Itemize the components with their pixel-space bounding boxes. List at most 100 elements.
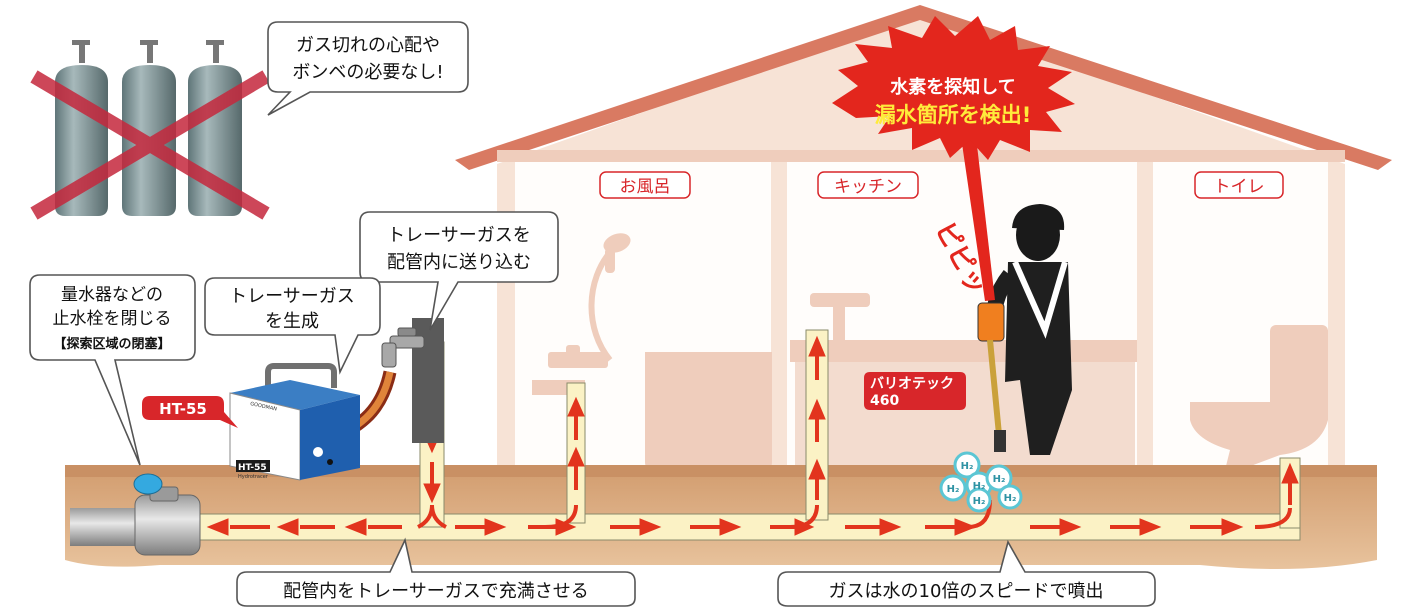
room-label-bath: お風呂 xyxy=(620,177,671,197)
device-side xyxy=(300,395,360,480)
bubble-fill-pipe: 配管内をトレーサーガスで充満させる xyxy=(236,537,636,607)
elbow-arrows xyxy=(417,499,1292,529)
water-meter-assembly xyxy=(70,473,201,556)
ground-strip xyxy=(65,465,1377,477)
bubble-inject-shape xyxy=(359,211,559,331)
tap-handle xyxy=(397,327,417,337)
detection-beam xyxy=(960,128,995,301)
burst-line2: 漏水箇所を検出! xyxy=(875,103,1032,127)
bubble-generate-shape xyxy=(204,277,381,375)
split-arrow-right xyxy=(430,504,447,529)
bubble-no-cylinder-shape xyxy=(267,21,469,116)
arrow-left-1 xyxy=(206,518,270,536)
h2-label-4: H₂ xyxy=(993,474,1006,485)
toilet-bowl xyxy=(1190,402,1328,470)
tap-spout xyxy=(381,342,397,368)
h2-label-1: H₂ xyxy=(961,461,974,472)
arrow-up-kitchen-3 xyxy=(808,458,826,500)
worker-vest-stripe xyxy=(1012,260,1068,339)
arrow-right-6 xyxy=(845,518,902,536)
bubble-fill-pipe-text: 配管内をトレーサーガスで充満させる xyxy=(283,581,589,602)
bath-faucet xyxy=(548,352,608,368)
detector-box xyxy=(977,302,1005,342)
h2-label-6: H₂ xyxy=(1004,493,1017,504)
h2-bubble-5 xyxy=(966,487,992,513)
device-handle xyxy=(265,363,337,388)
device-port xyxy=(327,459,333,465)
worker-helmet xyxy=(1012,204,1065,230)
arrow-right-4 xyxy=(690,518,742,536)
kitchen-counter xyxy=(790,340,1137,362)
device-panel-label xyxy=(236,460,270,472)
bathroom-fixtures xyxy=(532,233,772,470)
arrow-right-9 xyxy=(1110,518,1162,536)
stop-valve-icon xyxy=(133,473,163,495)
bubble-speed-text: ガスは水の10倍のスピードで噴出 xyxy=(829,581,1104,602)
bubble-inject: トレーサーガスを 配管内に送り込む xyxy=(359,211,559,331)
ht55-badge xyxy=(142,396,238,428)
bubble-no-cylinder: ガス切れの心配や ボンベの必要なし! xyxy=(267,21,469,116)
device-top xyxy=(230,380,360,410)
detector-badge-group: バリオテック 460 xyxy=(864,372,966,410)
arrow-up-toilet xyxy=(1281,462,1299,505)
h2-bubble-2 xyxy=(939,474,967,502)
h2-label-5: H₂ xyxy=(973,496,986,507)
room-labels: お風呂 キッチン トイレ xyxy=(599,171,1284,199)
arrow-up-kitchen-1 xyxy=(808,335,826,380)
cross-mark-icon xyxy=(30,70,270,220)
ht55-badge-group: HT-55 xyxy=(142,396,238,428)
bathtub xyxy=(645,352,772,470)
flow-arrows xyxy=(206,335,1299,536)
room-label-kitchen: キッチン xyxy=(834,177,902,197)
room-label-toilet: トイレ xyxy=(1214,177,1265,197)
arrow-up-bath-1 xyxy=(567,396,585,440)
bubble-generate: トレーサーガス を生成 xyxy=(204,277,381,375)
bubble-shutoff-note: 【探索区域の閉塞】 xyxy=(53,336,170,352)
burst-line1: 水素を探知して xyxy=(890,76,1015,98)
bubble-fill-pipe-shape xyxy=(236,537,636,607)
elbow-arrow-bath xyxy=(544,504,578,529)
bubble-shutoff-shape xyxy=(29,274,196,466)
room-label-toilet-box xyxy=(1194,171,1284,199)
toilet-tank xyxy=(1270,325,1328,415)
arrow-up-kitchen-2 xyxy=(808,398,826,442)
beam-ray xyxy=(960,128,995,301)
room-label-kitchen-box xyxy=(817,171,919,199)
detector-badge-line2: 460 xyxy=(870,393,899,409)
ht55-device xyxy=(229,363,360,481)
arrow-up-bath-2 xyxy=(567,446,585,490)
device-brand-text: GOODMAN xyxy=(250,401,278,413)
bubble-shutoff-line2: 止水栓を閉じる xyxy=(53,309,172,329)
arrow-right-1 xyxy=(455,518,507,536)
bubble-generate-line1: トレーサーガス xyxy=(229,286,355,307)
room-label-bath-box xyxy=(599,171,691,199)
device-panel-text: HT-55 xyxy=(238,463,267,473)
h2-labels: H₂ H₂ H₂ H₂ H₂ H₂ xyxy=(947,461,1017,507)
bubble-inject-line1: トレーサーガスを xyxy=(387,225,531,246)
arrow-down-inject-3 xyxy=(423,462,441,504)
meter-body xyxy=(134,494,201,556)
elbow-arrow-toilet xyxy=(1254,507,1292,529)
detector-badge xyxy=(864,372,966,410)
bubble-no-cylinder-line1: ガス切れの心配や xyxy=(296,35,440,56)
detector-probe xyxy=(987,339,1003,446)
h2-label-3: H₂ xyxy=(973,481,986,492)
worker-figure xyxy=(977,204,1072,455)
ht55-badge-text: HT-55 xyxy=(159,400,207,418)
bubble-no-cylinder-line2: ボンベの必要なし! xyxy=(292,62,443,83)
arrow-left-3 xyxy=(344,518,402,536)
arrow-right-7 xyxy=(925,518,977,536)
shower-holder xyxy=(605,248,615,273)
shower-head xyxy=(603,233,631,253)
arrow-right-3 xyxy=(610,518,662,536)
detector-tip xyxy=(994,430,1006,452)
shower-hose xyxy=(588,247,615,362)
h2-bubbles xyxy=(939,451,1023,513)
h2-bubble-6 xyxy=(997,484,1023,510)
bubble-shutoff: 量水器などの 止水栓を閉じる 【探索区域の閉塞】 xyxy=(29,274,196,466)
h2-bubble-1 xyxy=(953,451,981,479)
bubble-speed: ガスは水の10倍のスピードで噴出 xyxy=(777,539,1156,607)
detector-badge-line1: バリオテック xyxy=(870,376,954,392)
